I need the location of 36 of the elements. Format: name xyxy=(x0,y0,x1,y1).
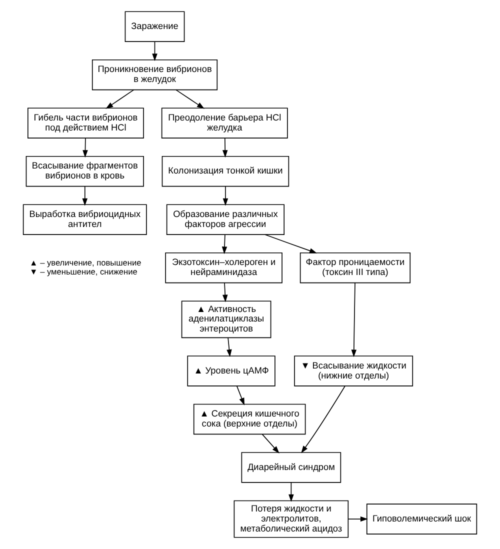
arrow xyxy=(264,234,318,254)
arrow xyxy=(348,516,368,522)
arrow xyxy=(288,482,294,502)
node-box: Преодоление барьера HCl желудка xyxy=(161,108,288,138)
arrow xyxy=(301,386,346,454)
arrow xyxy=(82,186,88,206)
arrow xyxy=(152,41,158,62)
node-box: Заражение xyxy=(124,11,185,42)
node-box: Экзотоксин–холероген и нейраминидаза xyxy=(165,252,282,284)
node-box: Проникновение вибрионов в желудок xyxy=(92,59,218,90)
legend-label: ▲ – увеличение, повышение xyxy=(30,257,142,268)
node-box: Гибель части вибрионов под действием HCl xyxy=(27,108,144,138)
arrow xyxy=(106,90,134,109)
arrow xyxy=(351,282,357,358)
arrow xyxy=(226,338,232,358)
node-box: ▼ Всасывание жидкости (нижние отделы) xyxy=(294,356,414,386)
node-box: ▲ Уровень цАМФ xyxy=(187,356,276,386)
legend-label: ▼ – уменьшение, снижение xyxy=(30,266,138,276)
arrow xyxy=(82,138,88,158)
arrow xyxy=(222,138,228,158)
node-box: Диарейный синдром xyxy=(241,452,342,483)
node-box: Потеря жидкости и электролитов, метаболический ацидоз xyxy=(234,500,349,538)
arrow xyxy=(236,386,244,406)
node-box: ▲ Секреция кишечного сока (верхние отделы) xyxy=(193,404,306,435)
node-box: Всасывание фрагментов вибрионов в кровь xyxy=(26,156,144,187)
node-box: Гиповолемический шок xyxy=(366,504,478,534)
node-box: Фактор проницаемости (токсин III типа) xyxy=(300,252,411,284)
node-box: Колонизация тонкой кишки xyxy=(162,156,290,187)
arrow xyxy=(262,434,280,454)
arrow xyxy=(222,234,228,254)
arrow xyxy=(222,282,228,302)
arrow xyxy=(222,186,228,206)
node-box: Выработка вибриоцидных антител xyxy=(22,204,147,235)
node-box: Образование различных факторов агрессии xyxy=(166,204,285,235)
node-box: ▲ Активность аденилатциклазы энтероцитов xyxy=(181,300,272,338)
arrow xyxy=(176,90,204,109)
